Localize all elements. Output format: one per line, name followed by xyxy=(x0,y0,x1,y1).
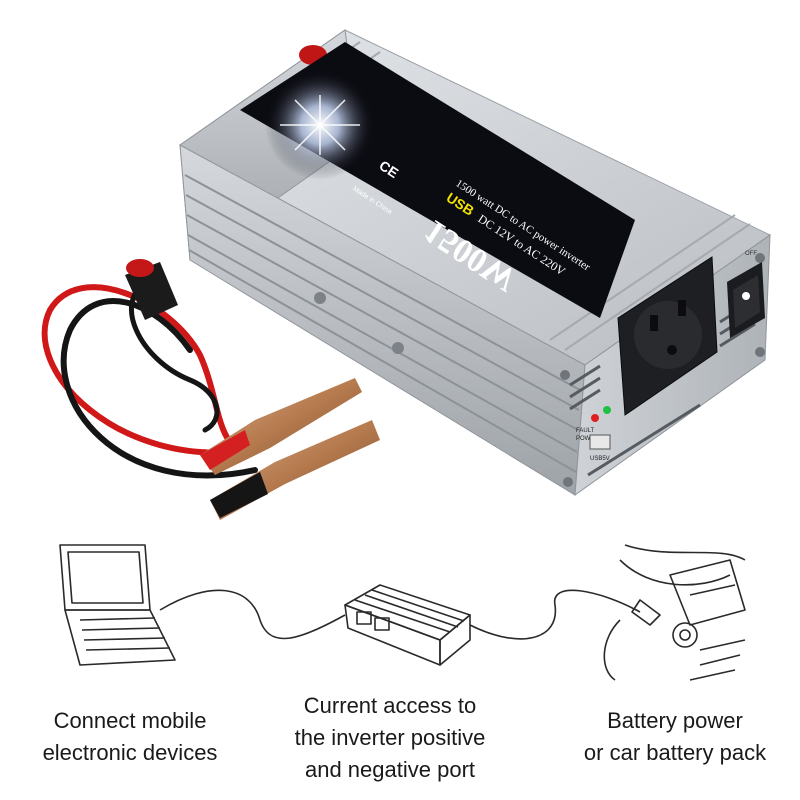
product-photo: OFF FAULT POWER USB5V Made in China CE 1… xyxy=(41,29,771,520)
caption-left-line2: electronic devices xyxy=(42,740,218,765)
side-screw-2 xyxy=(392,342,404,354)
caption-right: Battery power or car battery pack xyxy=(555,705,795,769)
caption-middle-line3: and negative port xyxy=(304,757,476,782)
front-vents xyxy=(569,298,756,477)
car-dashboard-icon xyxy=(603,544,746,681)
usage-diagram xyxy=(59,544,746,681)
fault-label: FAULT xyxy=(576,428,595,434)
usb-port[interactable] xyxy=(589,434,611,450)
power-label: POWER xyxy=(576,436,599,442)
front-screw-bl xyxy=(563,477,573,487)
side-screw-1 xyxy=(314,292,326,304)
caption-right-line1: Battery power xyxy=(607,708,743,733)
caption-left-line1: Connect mobile xyxy=(53,708,207,733)
red-clamp xyxy=(200,378,362,475)
laptop-icon xyxy=(59,544,176,666)
front-screw-br xyxy=(755,347,765,357)
black-clamp xyxy=(210,420,380,520)
switch-label: OFF xyxy=(745,251,757,257)
power-led xyxy=(603,406,611,414)
caption-middle-line1: Current access to xyxy=(303,693,477,718)
output-cable xyxy=(159,589,346,640)
caption-middle-line2: the inverter positive xyxy=(294,725,486,750)
ac-socket[interactable] xyxy=(617,256,718,416)
usb-port-label: USB5V xyxy=(590,456,610,462)
input-cable xyxy=(469,589,641,640)
cigarette-lighter-plug xyxy=(125,259,178,320)
power-switch[interactable] xyxy=(727,262,765,338)
caption-right-line2: or car battery pack xyxy=(583,740,767,765)
front-screw-tl xyxy=(560,370,570,380)
caption-left: Connect mobile electronic devices xyxy=(10,705,250,769)
inverter-side-ribs xyxy=(184,174,581,473)
caption-middle: Current access to the inverter positive … xyxy=(255,690,525,786)
inverter-sketch-icon xyxy=(344,584,471,666)
fault-led xyxy=(591,414,599,422)
front-screw-tr xyxy=(755,253,765,263)
